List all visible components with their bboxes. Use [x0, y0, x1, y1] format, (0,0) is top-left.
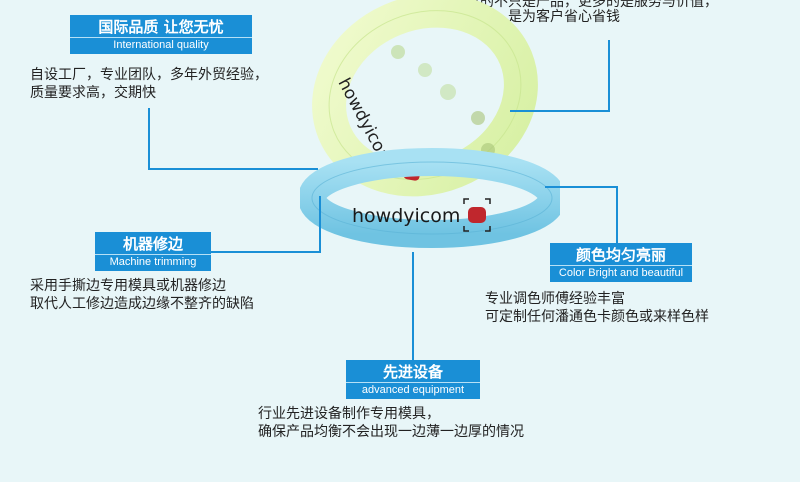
color-connector-v-top: [608, 40, 610, 112]
equipment-connector-v: [412, 252, 414, 360]
equipment-title: 先进设备: [346, 360, 480, 382]
trimming-label: 机器修边 Machine trimming: [95, 232, 211, 271]
quality-desc-line1: 自设工厂，专业团队，多年外贸经验，: [30, 67, 268, 83]
quality-subtitle: International quality: [70, 37, 252, 54]
color-label: 颜色均匀亮丽 Color Bright and beautiful: [550, 243, 692, 282]
trimming-subtitle: Machine trimming: [95, 254, 211, 271]
equipment-subtitle: advanced equipment: [346, 382, 480, 399]
quality-connector-h: [148, 168, 318, 170]
trimming-desc-line2: 取代人工修边造成边缘不整齐的缺陷: [30, 296, 254, 312]
quality-desc-line2: 质量要求高，交期快: [30, 85, 156, 101]
blue-band-brand: howdyicom: [352, 205, 460, 227]
equipment-desc-line2: 确保产品均衡不会出现一边薄一边厚的情况: [258, 424, 524, 440]
quality-connector-v: [148, 108, 150, 170]
color-connector-h-top: [510, 110, 610, 112]
color-connector-h: [545, 186, 617, 188]
quality-title: 国际品质 让您无忧: [70, 15, 252, 37]
color-desc-line1: 专业调色师傅经验丰富: [485, 291, 625, 307]
equipment-label: 先进设备 advanced equipment: [346, 360, 480, 399]
wristband-product-image: howdyicom howdyicom: [300, 0, 560, 248]
quality-label: 国际品质 让您无忧 International quality: [70, 15, 252, 54]
trimming-connector-v: [319, 196, 321, 253]
trimming-desc-line1: 采用手撕边专用模具或机器修边: [30, 278, 226, 294]
color-connector-v: [616, 186, 618, 243]
top-intro-line1: 我们拥有的不只是产品，更多的是服务与价值，: [424, 0, 718, 10]
trimming-connector-h: [211, 251, 321, 253]
equipment-desc-line1: 行业先进设备制作专用模具，: [258, 406, 440, 422]
color-subtitle: Color Bright and beautiful: [550, 265, 692, 282]
trimming-title: 机器修边: [95, 232, 211, 254]
blue-wristband: howdyicom: [300, 148, 560, 248]
color-title: 颜色均匀亮丽: [550, 243, 692, 265]
color-desc-line2: 可定制任何潘通色卡颜色或来样色样: [485, 309, 709, 325]
